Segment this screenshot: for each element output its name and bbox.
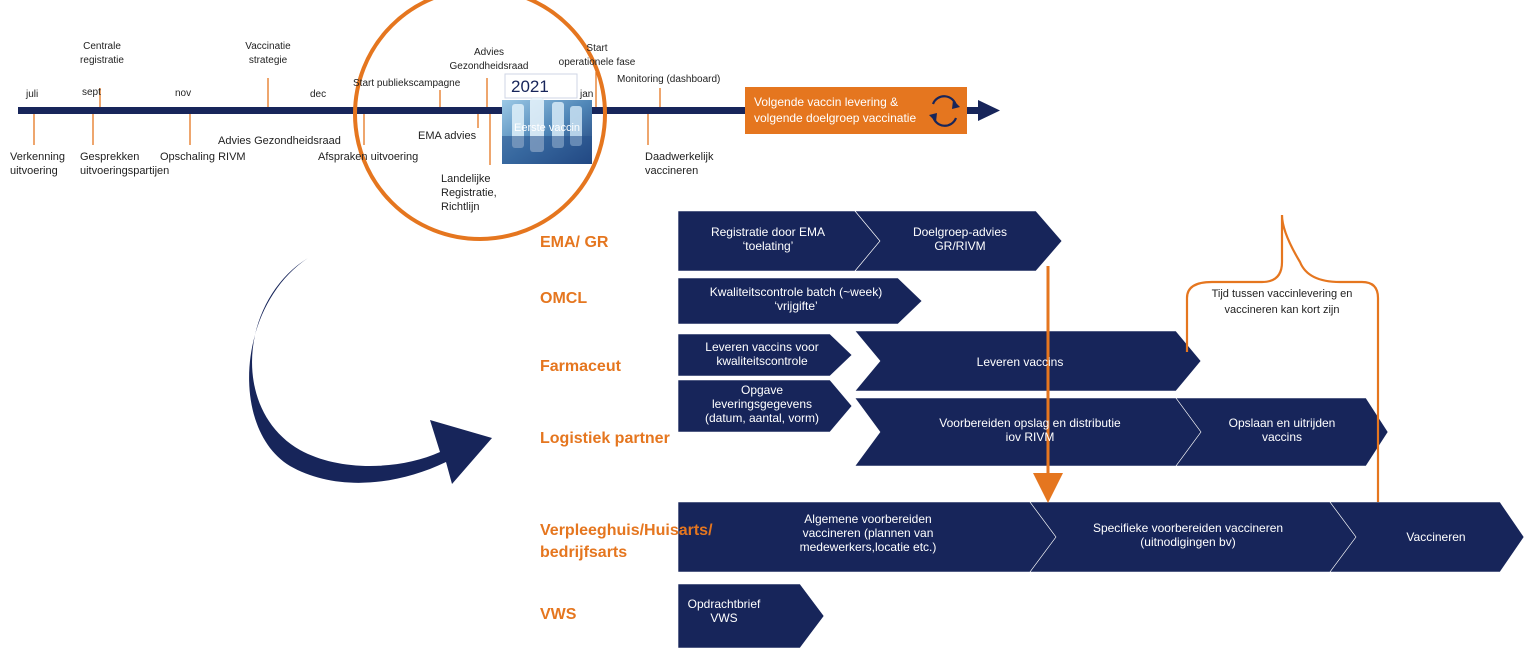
ch-opslaan-line: vaccins [1262, 430, 1302, 444]
vaccine-photo [502, 98, 592, 164]
month-sept: sept [82, 87, 101, 98]
lane-label-verpleeghuis: Verpleeghuis/Huisarts/bedrijfsarts [540, 522, 713, 561]
svg-text:Specifieke voorbereiden vaccin: Specifieke voorbereiden vaccineren(uitno… [1093, 521, 1283, 549]
ch-kwaliteitscontrole-line: Kwaliteitscontrole batch (~week) [710, 285, 882, 299]
month-nov: nov [175, 88, 192, 99]
chevron-doelgroep-advies [854, 210, 1063, 272]
lane-label-logistiek: Logistiek partner [540, 430, 670, 447]
ch-opslaan-line: Opslaan en uitrijden [1229, 416, 1336, 430]
ch-opgave-line: leveringsgegevens [712, 397, 812, 411]
chevron-leveren-vaccins [854, 330, 1202, 392]
next-delivery-box [745, 87, 967, 134]
svg-text:Kwaliteitscontrole batch (~wee: Kwaliteitscontrole batch (~week)‘vrijgif… [710, 285, 882, 313]
tx-next-box-line: Volgende vaccin levering & [754, 95, 898, 109]
month-juli: juli [26, 89, 39, 100]
svg-text:Vaccineren: Vaccineren [1406, 530, 1465, 544]
svg-text:Leveren vaccins: Leveren vaccins [977, 355, 1064, 369]
event-start-publiekscampagne: Start publiekscampagne [353, 78, 461, 89]
event-opschaling: Opschaling RIVM [160, 151, 246, 163]
event-monitoring: Monitoring (dashboard) [617, 74, 721, 85]
month-jan: jan [580, 89, 594, 100]
ch-registratie_ema-line: Registratie door EMA [711, 225, 825, 239]
focus-circle [353, 0, 607, 241]
chevrons [677, 210, 1525, 649]
lane-label-farmaceut: Farmaceut [540, 358, 621, 375]
ch-specifieke-line: Specifieke voorbereiden vaccineren [1093, 521, 1283, 535]
timeline-arrowhead [978, 100, 1000, 121]
ch-leveren_kc-line: Leveren vaccins voor [705, 340, 818, 354]
ch-algemene-line: vaccineren (plannen van [803, 526, 934, 540]
ch-opgave-line: Opgave [741, 383, 783, 397]
ch-algemene-line: Algemene voorbereiden [804, 512, 931, 526]
chevron-texts: Registratie door EMA‘toelating’ Doelgroe… [514, 95, 1466, 625]
tx-bracket-line: Tijd tussen vaccinlevering en [1212, 288, 1353, 300]
svg-text:Volgende vaccin levering &volg: Volgende vaccin levering & volgende doelg… [754, 95, 916, 125]
ch-specifieke-line: (uitnodigingen bv) [1140, 535, 1235, 549]
tx-vaccin-img-line: Eerste vaccin [514, 122, 580, 134]
event-afspraken: Afspraken uitvoering [318, 151, 419, 163]
lane-label-ema-gr: EMA/ GR [540, 234, 609, 251]
big-curved-arrow [249, 258, 492, 484]
lane-label-omcl: OMCL [540, 290, 588, 307]
year-label: 2021 [511, 77, 549, 96]
ch-voorbereiden_opslag-line: iov RIVM [1006, 430, 1055, 444]
ch-leveren_kc-line: kwaliteitscontrole [716, 354, 808, 368]
chevron-kwaliteitscontrole [677, 277, 923, 325]
svg-text:Registratie door EMA‘toelating: Registratie door EMA‘toelating’ [711, 225, 825, 253]
chevron-opgave [677, 379, 853, 433]
month-dec: dec [310, 89, 327, 100]
chevron-opdrachtbrief [677, 583, 825, 649]
chevron-vaccineren [1329, 501, 1525, 573]
svg-text:Eerste vaccin: Eerste vaccin [514, 122, 580, 134]
event-advies-gezondheidsraad-2: Advies Gezondheidsraad [218, 135, 341, 147]
tx-bracket-line: vaccineren kan kort zijn [1225, 304, 1340, 316]
chevron-opslaan [1175, 397, 1389, 467]
time-bracket [1185, 214, 1380, 502]
ch-doelgroep_advies-line: Doelgroep-advies [913, 225, 1007, 239]
ch-algemene-line: medewerkers,locatie etc.) [800, 540, 937, 554]
chevron-leveren-kc [677, 333, 853, 377]
ch-registratie_ema-line: ‘toelating’ [743, 239, 794, 253]
refresh-cycle-icon [929, 95, 960, 127]
ch-opdrachtbrief-line: Opdrachtbrief [688, 597, 761, 611]
timeline-ticks-above [99, 72, 661, 107]
ch-voorbereiden_opslag-line: Voorbereiden opslag en distributie [939, 416, 1121, 430]
timeline-ticks-below [33, 114, 649, 165]
ch-leveren_vaccins-line: Leveren vaccins [977, 355, 1064, 369]
ch-vaccineren-line: Vaccineren [1406, 530, 1465, 544]
svg-text:Tijd tussen vaccinlevering env: Tijd tussen vaccinlevering en vaccineren … [1212, 288, 1353, 316]
lane-label-vws: VWS [540, 606, 577, 623]
ch-doelgroep_advies-line: GR/RIVM [934, 239, 985, 253]
tx-next-box-line: volgende doelgroep vaccinatie [754, 111, 916, 125]
ch-opgave-line: (datum, aantal, vorm) [705, 411, 819, 425]
ch-kwaliteitscontrole-line: ‘vrijgifte’ [774, 299, 817, 313]
ch-opdrachtbrief-line: VWS [710, 611, 737, 625]
timeline-line [18, 107, 980, 114]
event-ema-advies: EMA advies [418, 130, 477, 142]
